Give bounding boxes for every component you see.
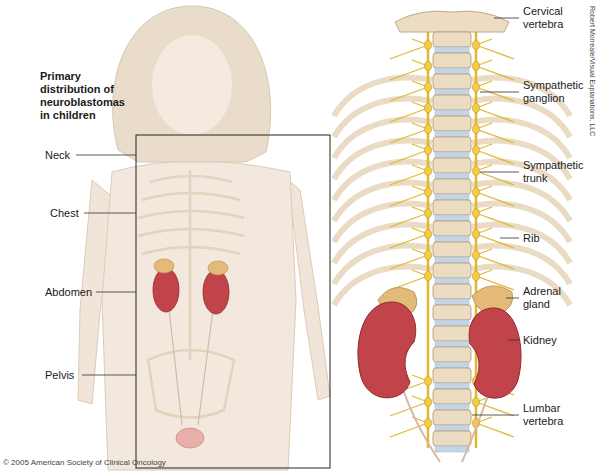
figure-title: Primary distribution of neuroblastomas i… [40,70,136,122]
region-label: Abdomen [45,286,92,299]
child-figure [78,6,330,470]
part-label: Sympathetic trunk [523,159,585,185]
part-label: Rib [523,232,585,245]
region-label: Chest [50,207,79,220]
part-label: Adrenal gland [523,285,585,311]
leader-lines [76,155,136,375]
part-label: Kidney [523,334,585,347]
copyright-note: © 2005 American Society of Clinical Onco… [3,458,166,468]
part-label: Cervical vertebra [523,5,585,31]
part-label: Sympathetic ganglion [523,79,585,105]
leader-lines [472,18,519,415]
region-frame [136,135,330,468]
region-label: Pelvis [45,369,74,382]
part-label: Lumbar vertebra [523,402,585,428]
region-label: Neck [45,149,70,162]
credit-note: Robert Morreale/Visual Explanations, LLC [588,6,597,136]
